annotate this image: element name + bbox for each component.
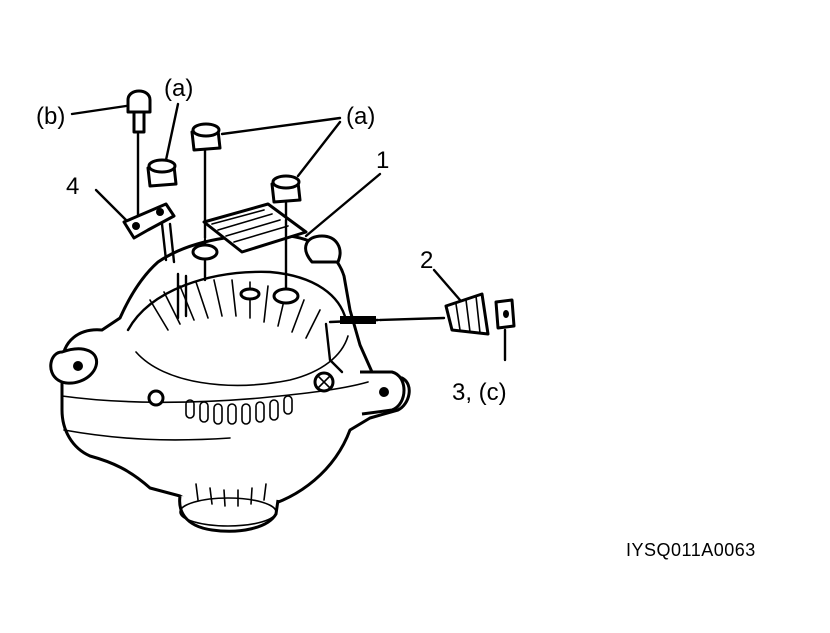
bolt-b [126,89,152,220]
leader-2 [432,268,462,302]
nut-a-center [190,122,222,240]
alternator-body [49,202,411,533]
terminal-nut-3 [494,298,516,362]
label-b: (b) [36,103,65,130]
terminal-boot-2 [378,292,490,336]
label-item-3c: 3, (c) [452,379,507,406]
terminal-bracket-4 [122,202,176,264]
label-a-left: (a) [164,75,193,102]
leader-4 [94,188,128,222]
leader-a-to-right-nut [296,120,342,178]
figure-code: IYSQ011A0063 [626,540,756,560]
leader-1 [304,172,382,238]
label-a-right: (a) [346,103,375,130]
leader-b [70,104,128,116]
label-item-2: 2 [420,247,433,274]
leader-a-left [164,102,180,162]
nut-a-right [270,174,302,220]
label-item-1: 1 [376,147,389,174]
leader-lines [70,102,462,302]
vent-slots [185,395,293,507]
label-item-4: 4 [66,173,79,200]
nut-a-left [146,158,178,188]
leader-a-to-center-nut [220,116,342,136]
